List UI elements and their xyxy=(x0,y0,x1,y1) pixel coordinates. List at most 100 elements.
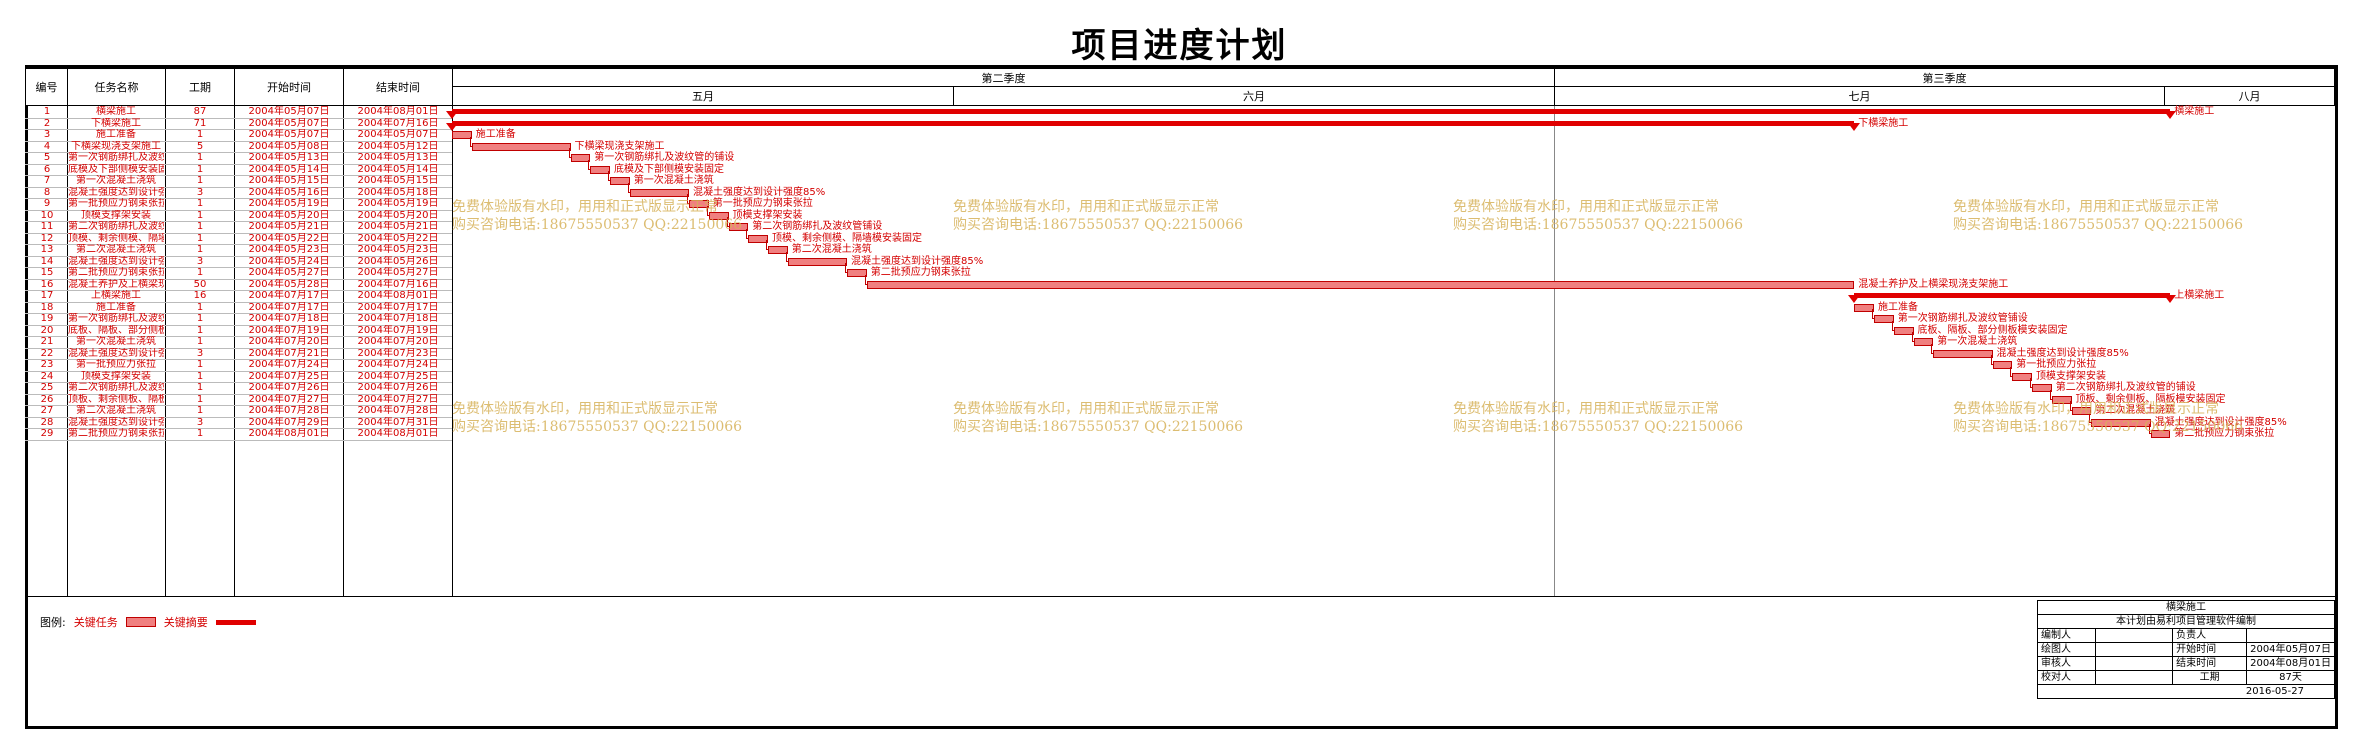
task-bar[interactable] xyxy=(610,177,630,185)
task-start: 2004年05月07日 xyxy=(248,106,330,117)
task-id: 5 xyxy=(43,152,51,163)
task-bar[interactable] xyxy=(471,142,571,151)
task-id: 18 xyxy=(40,301,54,313)
task-id: 16 xyxy=(40,278,54,290)
info-date: 2016-05-27 xyxy=(2037,684,2335,699)
task-duration: 1 xyxy=(196,428,204,439)
task-bar[interactable] xyxy=(2091,418,2151,427)
task-bar[interactable] xyxy=(847,269,867,277)
task-id: 25 xyxy=(40,382,54,393)
bar-label: 第一次混凝土浇筑 xyxy=(1937,336,2018,347)
task-start: 2004年05月19日 xyxy=(248,198,330,209)
task-bar[interactable] xyxy=(2032,384,2052,392)
task-bar[interactable] xyxy=(708,211,729,220)
watermark: 免费体验版有水印，用用和正式版显示正常购买咨询电话:18675550537 QQ… xyxy=(953,401,1244,435)
task-bar[interactable] xyxy=(629,188,689,197)
bar-label: 横梁施工 xyxy=(2174,106,2215,117)
task-duration: 5 xyxy=(196,140,204,152)
task-end: 2004年05月26日 xyxy=(357,255,439,267)
task-end: 2004年08月01日 xyxy=(357,428,439,439)
task-id: 28 xyxy=(40,416,54,428)
task-end: 2004年05月21日 xyxy=(357,221,439,232)
page-title: 项目进度计划 xyxy=(1071,26,1288,66)
task-duration: 1 xyxy=(196,152,204,163)
info-compiler-label: 编制人 xyxy=(2036,628,2097,643)
task-id: 7 xyxy=(43,175,51,186)
divider xyxy=(165,106,166,596)
divider xyxy=(234,106,235,596)
task-name: 第二批预应力钢束张拉 xyxy=(68,267,164,278)
task-duration: 1 xyxy=(196,232,204,244)
task-bar[interactable] xyxy=(2051,395,2072,404)
task-end: 2004年05月14日 xyxy=(357,163,439,175)
task-bar[interactable] xyxy=(2012,372,2032,381)
bar-label: 顶板、剩余侧板、隔板模安装固定 xyxy=(2075,393,2226,405)
dependency-link xyxy=(2089,412,2093,423)
task-duration: 1 xyxy=(196,336,204,347)
task-bar[interactable] xyxy=(866,280,1855,289)
info-duration-value: 87天 xyxy=(2246,670,2335,685)
month-august-header: 八月 xyxy=(2164,86,2335,106)
summary-marker xyxy=(2164,295,2177,303)
task-duration: 1 xyxy=(196,324,204,336)
task-name: 顶模支撑架安装 xyxy=(81,370,151,382)
task-bar[interactable] xyxy=(748,234,768,243)
task-start: 2004年07月24日 xyxy=(248,359,330,370)
row-separator xyxy=(25,255,452,257)
task-bar[interactable] xyxy=(689,200,709,208)
dependency-link xyxy=(766,240,769,250)
bar-label: 第二次钢筋绑扎及波纹管的铺设 xyxy=(2055,382,2196,393)
task-duration: 1 xyxy=(196,129,204,140)
task-name: 第二次混凝土浇筑 xyxy=(76,244,156,255)
task-start: 2004年07月20日 xyxy=(248,336,330,347)
legend-summary-swatch xyxy=(215,619,256,625)
bar-label: 上横梁施工 xyxy=(2174,290,2225,301)
task-end: 2004年07月16日 xyxy=(357,117,439,129)
task-bar[interactable] xyxy=(787,257,847,266)
info-start-label: 开始时间 xyxy=(2172,642,2248,657)
task-bar[interactable] xyxy=(1913,338,1934,346)
summary-marker xyxy=(1848,295,1861,303)
task-duration: 16 xyxy=(193,290,207,301)
task-start: 2004年07月18日 xyxy=(248,313,330,324)
task-bar[interactable] xyxy=(570,154,591,162)
task-duration: 1 xyxy=(196,163,204,175)
task-start: 2004年05月21日 xyxy=(248,221,330,232)
task-duration: 87 xyxy=(193,106,207,117)
task-start: 2004年05月16日 xyxy=(248,186,330,198)
row-separator xyxy=(25,267,452,268)
task-bar[interactable] xyxy=(1854,303,1874,312)
legend-task-swatch xyxy=(125,617,156,627)
col-header-end: 结束时间 xyxy=(343,68,453,106)
task-id: 20 xyxy=(40,324,54,336)
task-bar[interactable] xyxy=(2071,407,2092,415)
dependency-link xyxy=(608,171,611,181)
dependency-link xyxy=(1990,355,1994,365)
task-bar[interactable] xyxy=(452,131,472,139)
task-name: 底板、隔板、部分侧板模安装固定 xyxy=(68,324,164,336)
bar-label: 混凝土养护及上横梁现浇支架施工 xyxy=(1858,278,2009,290)
task-start: 2004年05月07日 xyxy=(248,129,330,140)
task-bar[interactable] xyxy=(1874,315,1894,323)
row-separator xyxy=(25,428,452,429)
task-bar[interactable] xyxy=(1992,361,2013,369)
info-end-label: 结束时间 xyxy=(2172,656,2248,671)
task-start: 2004年05月28日 xyxy=(248,278,330,290)
dependency-link xyxy=(706,205,710,216)
bar-label: 第一次混凝土浇筑 xyxy=(633,175,714,186)
task-bar[interactable] xyxy=(1933,349,1993,358)
task-bar[interactable] xyxy=(728,223,749,231)
task-duration: 1 xyxy=(196,370,204,382)
task-duration: 1 xyxy=(196,393,204,405)
bar-label: 混凝土强度达到设计强度85% xyxy=(693,186,826,198)
task-bar[interactable] xyxy=(2150,430,2171,438)
task-bar[interactable] xyxy=(1893,326,1914,335)
row-separator xyxy=(25,347,452,349)
task-start: 2004年07月17日 xyxy=(248,301,330,313)
task-bar[interactable] xyxy=(768,246,788,254)
row-separator xyxy=(25,405,452,406)
info-reviewer-label: 审核人 xyxy=(2036,656,2097,671)
task-end: 2004年07月16日 xyxy=(357,278,439,290)
task-bar[interactable] xyxy=(590,165,610,174)
